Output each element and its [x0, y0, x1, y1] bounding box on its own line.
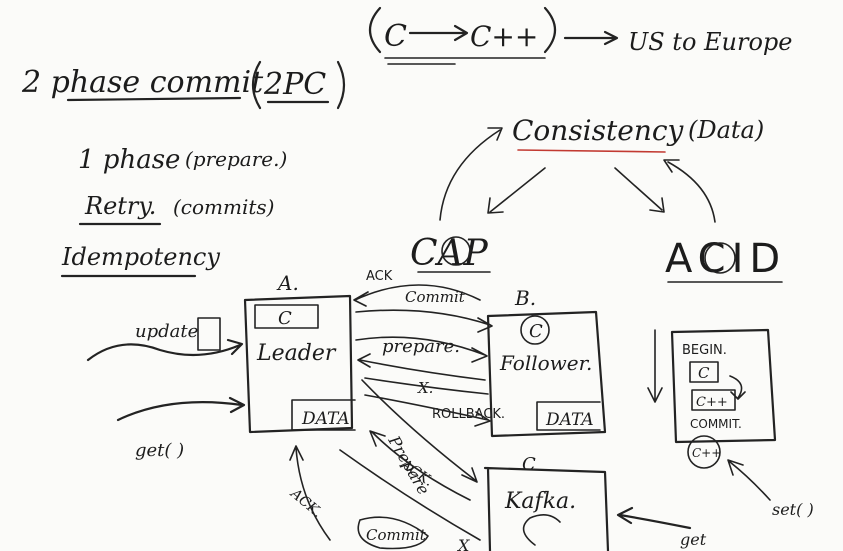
node-a-c-box	[254, 304, 319, 329]
msg-commit-bottom: Commit	[366, 526, 427, 544]
note-retry: Retry.	[84, 192, 156, 220]
txn-cpp: C++	[696, 395, 728, 410]
arrow-acid-to-consistency	[663, 159, 716, 223]
node-c-label: C	[522, 454, 536, 475]
node-b-data-box	[536, 401, 601, 431]
note-phase1: 1 phase	[78, 145, 180, 175]
txn-cycle-arrow	[729, 375, 746, 400]
node-a-data-box	[291, 399, 356, 431]
paren-left	[368, 6, 382, 54]
top-arrow-europe	[563, 30, 619, 46]
acid-label: ACID	[665, 236, 786, 282]
node-a-leader: Leader	[256, 341, 337, 366]
consistency-label: Consistency	[512, 114, 685, 147]
cap-a-circle	[441, 236, 471, 266]
arrow-rollback	[364, 394, 491, 427]
client-get: get( )	[135, 440, 184, 461]
msg-ack-top: ACK	[366, 269, 393, 284]
top-c: C	[384, 19, 407, 54]
arrow-prepare-ac	[361, 379, 478, 483]
top-cpp: C++	[470, 20, 538, 53]
arrow-x-mid	[364, 377, 489, 395]
node-a-label: A.	[276, 271, 299, 295]
arrow-ack-ba	[357, 353, 486, 381]
acid-c-circle	[704, 242, 736, 274]
client-get-right: get	[680, 530, 707, 549]
client-update: update	[135, 321, 198, 342]
node-c-circle	[522, 514, 561, 546]
node-a-data: DATA	[301, 409, 350, 429]
arrow-commit-bottom	[339, 449, 481, 541]
note-idempotency: Idempotency	[61, 243, 220, 271]
top-destination: US to Europe	[628, 28, 792, 56]
node-c-box	[483, 466, 610, 551]
node-b-box	[486, 310, 607, 438]
consistency-underline	[517, 149, 666, 153]
node-a-c: C	[278, 308, 292, 329]
txn-begin: BEGIN.	[682, 343, 727, 358]
txn-cpp-circle	[687, 435, 721, 469]
txn-c-box	[689, 361, 719, 383]
node-b-c-circle	[520, 315, 550, 345]
update-box	[197, 317, 221, 351]
msg-x-bottom: X	[456, 536, 470, 551]
note-retry-detail: (commits)	[173, 195, 274, 219]
top-arrow-c-cpp	[408, 24, 469, 42]
title-main: 2 phase commit	[21, 65, 264, 100]
client-set: set( )	[772, 500, 814, 519]
msg-ack-bottom: ACK.	[286, 485, 325, 522]
msg-x-mid: X.	[417, 379, 433, 397]
arrow-commit-top	[355, 309, 493, 333]
arrow-get-right	[616, 506, 692, 530]
node-c-kafka: Kafka.	[504, 489, 576, 514]
transaction-box	[670, 328, 777, 444]
arrow-cap-to-consistency	[439, 127, 503, 221]
node-b-data: DATA	[545, 410, 594, 430]
txn-commit: COMMIT.	[690, 417, 742, 431]
consistency-data: (Data)	[688, 116, 764, 144]
note-phase1-detail: (prepare.)	[185, 147, 287, 171]
node-b-follower: Follower.	[499, 351, 592, 375]
title-paren-right	[336, 60, 346, 110]
cap-label: CAP	[410, 233, 489, 274]
arrow-set	[727, 459, 771, 501]
arrow-consistency-to-acid	[614, 167, 665, 213]
arrow-prepare-ab	[355, 336, 488, 363]
msg-rollback: ROLLBACK.	[432, 407, 505, 422]
arrow-get	[116, 396, 246, 422]
txn-cpp-circle-label: C++	[692, 446, 721, 460]
commit-bottom-oval	[357, 516, 429, 550]
arrow-update	[86, 338, 244, 362]
arrow-consistency-to-cap	[487, 167, 546, 214]
txn-cpp-box	[691, 389, 736, 411]
node-a-box	[243, 294, 354, 434]
node-b-c: C	[529, 321, 543, 342]
title-abbr: 2PC	[263, 67, 326, 102]
txn-c: C	[698, 364, 710, 382]
paren-right	[543, 6, 557, 54]
arrow-ack-ac	[369, 430, 471, 501]
arrow-txn-down	[647, 329, 663, 403]
msg-commit-top: Commit	[405, 288, 466, 306]
arrow-ack-bottom	[289, 445, 331, 541]
title-paren-left	[251, 60, 262, 110]
arrow-ack-top	[353, 284, 481, 307]
title-underline	[66, 96, 242, 102]
node-b-label: B.	[514, 286, 536, 310]
